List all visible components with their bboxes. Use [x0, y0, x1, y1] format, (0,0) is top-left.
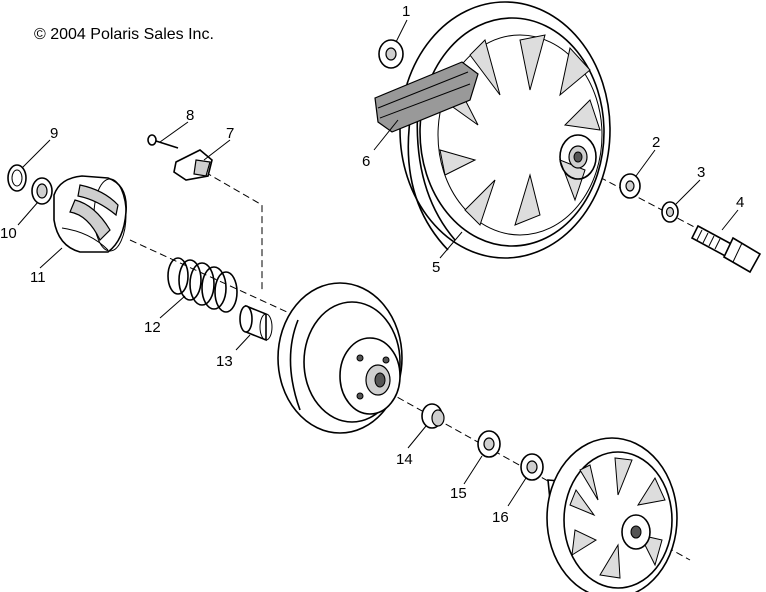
- callout-16: 16: [492, 509, 509, 526]
- callout-labels: 1 2 3 4 5 6 7 8 9 10 11 12 13 14 15 16: [0, 3, 744, 526]
- part-7-shoe: [173, 149, 213, 181]
- part-1-washer: [378, 39, 404, 69]
- part-6-drive-belt: [374, 61, 479, 133]
- part-10-washer: [31, 177, 53, 205]
- leader-lines: [17, 19, 739, 507]
- part-15-washer: [477, 430, 501, 458]
- driven-fixed-sheave: [546, 437, 678, 592]
- part-13-bushing: [239, 304, 273, 342]
- part-3-lock-washer: [661, 201, 679, 223]
- callout-9: 9: [50, 125, 58, 142]
- callout-11: 11: [30, 269, 46, 286]
- callout-7: 7: [226, 125, 234, 142]
- callout-6: 6: [362, 153, 370, 170]
- part-12-spring: [167, 257, 238, 313]
- part-16-washer: [520, 453, 544, 481]
- part-14-bushing: [421, 403, 445, 429]
- callout-3: 3: [697, 164, 705, 181]
- part-4-bolt: [690, 224, 762, 274]
- part-9-snap-ring: [7, 164, 27, 192]
- callout-12: 12: [144, 319, 161, 336]
- callout-14: 14: [396, 451, 413, 468]
- callout-15: 15: [450, 485, 467, 502]
- callout-13: 13: [216, 353, 233, 370]
- copyright-notice: © 2004 Polaris Sales Inc.: [34, 26, 214, 43]
- callout-4: 4: [736, 194, 744, 211]
- part-8-screw: [147, 134, 179, 149]
- part-5-drive-sheave: [399, 1, 611, 259]
- callout-5: 5: [432, 259, 440, 276]
- part-11-spider-cam: [53, 175, 127, 253]
- callout-8: 8: [186, 107, 194, 124]
- callout-1: 1: [402, 3, 410, 20]
- driven-moveable-sheave: [277, 282, 403, 434]
- part-2-washer: [619, 173, 641, 199]
- callout-2: 2: [652, 134, 660, 151]
- callout-10: 10: [0, 225, 17, 242]
